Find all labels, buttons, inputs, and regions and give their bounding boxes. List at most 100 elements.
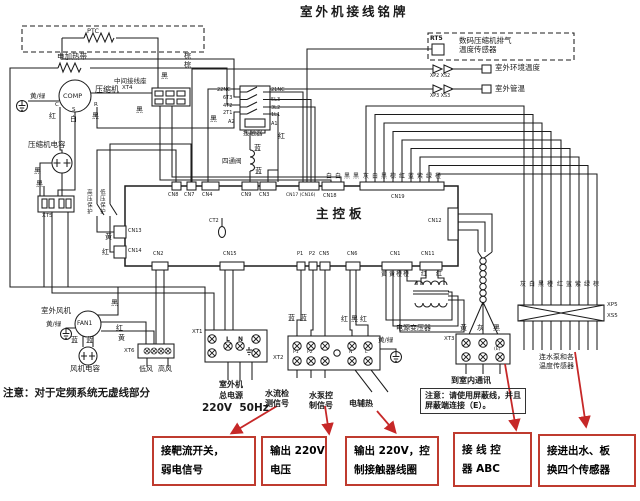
xt2-term-l: L <box>365 350 368 355</box>
conn-cn3: CN3 <box>259 192 270 198</box>
fan-cap-label: 风机电容 <box>70 364 100 373</box>
xt3-term-e: (E) <box>494 347 501 352</box>
wire-color-top-1: 白 <box>326 173 333 180</box>
wire-color-top-9: 红 <box>399 173 406 180</box>
compressor-label: 压缩机 <box>95 85 119 94</box>
callout-contactor-coil: 输出 220V，控 制接触器线圈 <box>345 436 439 486</box>
ground-symbol-xt2 <box>389 350 403 364</box>
wire-color-top-2: 白 <box>335 173 342 180</box>
wire-brown-2: 棕 <box>184 61 191 69</box>
ground-1-label: 黄/绿 <box>30 92 46 100</box>
ptc-label: PTC <box>87 27 100 35</box>
wire-yellow-cn13: 黄 <box>105 233 112 241</box>
conn-cn15: CN15 <box>223 251 237 257</box>
ptc-dashed-box <box>21 25 205 53</box>
xp3-xs3-connector <box>432 84 492 94</box>
callout-arrows <box>229 351 591 436</box>
wire-color-top-4: 黑 <box>353 173 360 180</box>
wire-color-xp5-5: 红 <box>557 281 564 288</box>
wire-red-tr-2: 红 <box>436 271 443 278</box>
wire-blue-fan-1: 蓝 <box>71 336 78 344</box>
xt4-id: XT4 <box>122 85 133 91</box>
wire-black-contactor: 黑 <box>210 115 217 123</box>
conn-cn17: CN17 (CN16) <box>286 193 316 198</box>
switch-label-lp: 低压保护 <box>98 189 105 215</box>
wire-color-xp5-1: 灰 <box>520 281 527 288</box>
discharge-sensor-label: 数码压缩机排气 温度传感器 <box>459 36 512 55</box>
conn-ct2: CT2 <box>209 218 219 224</box>
comp-term-c: C <box>55 102 59 108</box>
power-transformer <box>413 280 449 308</box>
wire-black-xt3: 黑 <box>493 324 500 332</box>
xt3-id: XT3 <box>444 336 455 342</box>
compressor-circle <box>58 79 92 113</box>
wire-black-xt2: 黑 <box>351 315 358 323</box>
xp2-xs2-label: XP2 XS2 <box>430 74 451 79</box>
conn-cn13: CN13 <box>128 228 142 234</box>
conn-p1: P1 <box>297 251 304 257</box>
contactor-term-22nc: 22NC <box>217 87 231 93</box>
conn-cn8: CN8 <box>168 192 179 198</box>
contactor-label: 接触器 <box>243 129 263 137</box>
conn-cn4: CN4 <box>202 192 213 198</box>
wire-white-comp: 白 <box>70 115 77 123</box>
comm-label: 到室内通讯 <box>451 376 491 385</box>
contactor-term-3l2: 3L2 <box>271 105 281 111</box>
conn-cn9: CN9 <box>241 192 252 198</box>
heater-label: 电加热带 <box>57 52 87 61</box>
wire-color-top-5: 灰 <box>363 173 370 180</box>
contactor-term-21nc: 21NC <box>271 87 285 93</box>
wire-yellow-tr-2: 黄 <box>389 271 396 278</box>
wire-orange-tr-1: 橙 <box>396 271 403 278</box>
xt6-high-label: 高风 <box>158 365 172 373</box>
board-label: 主控板 <box>316 206 366 221</box>
twisted-wire-chain <box>479 257 487 304</box>
contactor-term-2t1: 2T1 <box>223 110 233 116</box>
wires <box>9 31 598 393</box>
switch-label-hp: 高压保护 <box>85 189 92 215</box>
conn-cn5: CN5 <box>319 251 330 257</box>
wire-red-xt2-1: 红 <box>341 315 348 323</box>
conn-cn6: CN6 <box>347 251 358 257</box>
xt1-term-l: L <box>226 336 230 343</box>
wire-blue-valve-2: 蓝 <box>255 167 262 175</box>
wire-color-xp5-6: 蓝 <box>566 281 573 288</box>
mains-voltage: 220V 50Hz <box>202 402 269 414</box>
wire-color-xp5-4: 橙 <box>547 281 554 288</box>
contactor-term-4t2: 4T2 <box>223 103 233 109</box>
signal-heater-label: 电辅热 <box>349 399 373 408</box>
xs5-label: XS5 <box>607 313 618 319</box>
wire-red-tr-1: 红 <box>421 271 428 278</box>
wire-red-cn14: 红 <box>102 248 109 256</box>
signal-waterflow-label: 水流检 测信号 <box>265 389 289 408</box>
wire-color-top-11: 紫 <box>417 173 424 180</box>
note-fixed-freq: 注意：对于定频系统无虚线部分 <box>3 387 150 399</box>
wire-black-xt4-top: 黑 <box>161 72 168 80</box>
fan-capacitor <box>78 346 98 366</box>
four-way-valve-coil <box>249 149 256 172</box>
conn-cn1: CN1 <box>390 251 401 257</box>
wire-red-comp: 红 <box>49 112 56 120</box>
xp5-xs5-connector <box>517 304 605 322</box>
contactor-term-1l1: 1L1 <box>271 112 281 118</box>
wire-color-top-13: 橙 <box>435 173 442 180</box>
xt1-id: XT1 <box>192 329 203 335</box>
callout-wire-controller: 接 线 控 器 ABC <box>453 432 532 487</box>
xt6-terminal-block <box>137 343 175 359</box>
xt4-terminal-block <box>151 87 191 107</box>
conn-cn7: CN7 <box>184 192 195 198</box>
contactor-term-a1: A1 <box>271 121 278 127</box>
callout-output-220v: 输出 220V 电压 <box>261 436 327 486</box>
wire-color-xp5-2: 白 <box>529 281 536 288</box>
xt2-term-p2: P2 <box>307 350 313 355</box>
wire-color-top-10: 蓝 <box>408 173 415 180</box>
wire-orange-tr-2: 橙 <box>403 271 410 278</box>
fan-label: 室外风机 <box>41 306 71 315</box>
comp-text: COMP <box>63 92 83 100</box>
pipe-temp-label: 室外管温 <box>495 84 525 93</box>
xp3-xs3-label: XP3 XS3 <box>430 94 451 99</box>
xt3-terminal-block <box>455 333 511 365</box>
contactor-term-6t3: 6T3 <box>223 95 233 101</box>
mains-label-1: 室外机 <box>219 380 243 389</box>
diagram-title: 室外机接线铭牌 <box>300 4 409 19</box>
